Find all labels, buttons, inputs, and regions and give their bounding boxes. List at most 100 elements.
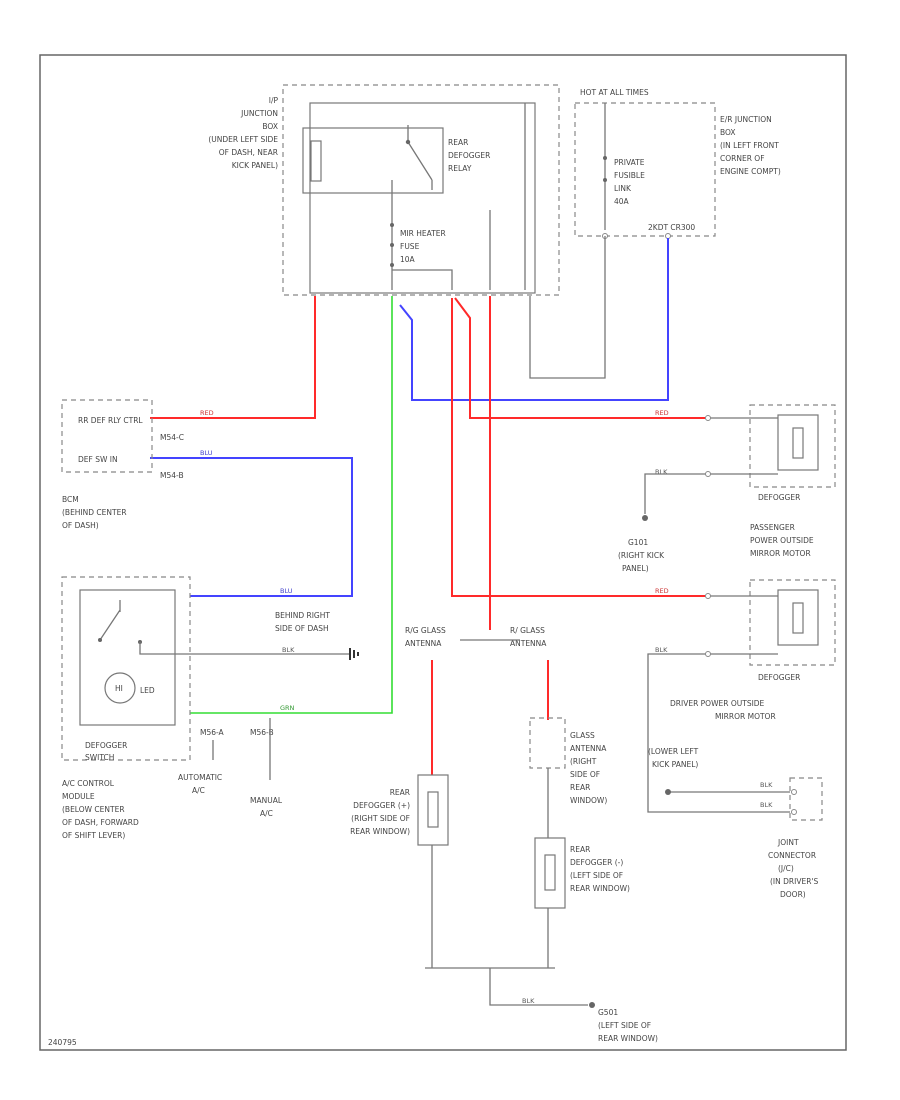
g101-ground-dot bbox=[642, 515, 648, 521]
er-junction-box-label-line: ENGINE COMPT) bbox=[720, 167, 781, 176]
bcm-pin-label: RR DEF RLY CTRL bbox=[78, 416, 143, 425]
wire-label-black: BLK bbox=[655, 646, 668, 654]
defogger-left-label: REAR WINDOW) bbox=[570, 884, 630, 893]
lower-left-kick-label: KICK PANEL) bbox=[652, 760, 698, 769]
defogger-left-label: DEFOGGER (-) bbox=[570, 858, 623, 867]
joint-connector-label: (IN DRIVER'S bbox=[770, 877, 818, 886]
er-junction-box-label-line: E/R JUNCTION bbox=[720, 115, 772, 124]
glass-antenna-label: SIDE OF bbox=[570, 770, 600, 779]
ac-module-label-line: A/C CONTROL bbox=[62, 779, 115, 788]
red-wire-passenger-mirror bbox=[454, 297, 705, 419]
ip-junction-box-label-line: KICK PANEL) bbox=[232, 161, 278, 170]
defogger-left-label: (LEFT SIDE OF bbox=[570, 871, 623, 880]
defogger-switch-label-line: DEFOGGER bbox=[85, 741, 127, 750]
wire-label-red: RED bbox=[655, 587, 669, 595]
ip-junction-box-label-line: BOX bbox=[262, 122, 278, 131]
wire-label-black: BLK bbox=[760, 801, 773, 809]
passenger-defogger-label: DEFOGGER bbox=[758, 493, 800, 502]
ground-behind-label: BEHIND RIGHT bbox=[275, 611, 330, 620]
er-junction-box-label-line: BOX bbox=[720, 128, 736, 137]
red-wire-bcm bbox=[150, 296, 316, 419]
ac-module-label-line: (BELOW CENTER bbox=[62, 805, 125, 814]
wire-label-black: BLK bbox=[760, 781, 773, 789]
g101-label: G101 bbox=[628, 538, 648, 547]
bcm: RR DEF RLY CTRL DEF SW IN M54-C M54-B BC… bbox=[61, 399, 184, 530]
automatic-ac-label: A/C bbox=[192, 786, 205, 795]
g101-label: PANEL) bbox=[622, 564, 649, 573]
ac-module-label-line: MODULE bbox=[62, 792, 95, 801]
green-wire bbox=[190, 296, 393, 714]
ac-module-label-line: OF DASH, FORWARD bbox=[62, 818, 139, 827]
glass-antenna-label: ANTENNA bbox=[570, 744, 607, 753]
fusible-link-label-line: LINK bbox=[614, 184, 632, 193]
fusible-link-label-line: PRIVATE bbox=[614, 158, 645, 167]
ground-behind-label: SIDE OF DASH bbox=[275, 624, 329, 633]
passenger-mirror-label: PASSENGER bbox=[750, 523, 795, 532]
defogger-right-label: (RIGHT SIDE OF bbox=[351, 814, 410, 823]
er-junction-box: HOT AT ALL TIMES E/R JUNCTION BOX (IN LE… bbox=[529, 88, 781, 379]
glass-antenna-label: REAR bbox=[570, 783, 590, 792]
right-antenna-label: R/ GLASS bbox=[510, 626, 545, 635]
diagram-frame bbox=[39, 54, 847, 1051]
ip-junction-box-label-line: OF DASH, NEAR bbox=[219, 148, 278, 157]
lower-left-kick-label: (LOWER LEFT bbox=[648, 747, 699, 756]
automatic-ac-label: AUTOMATIC bbox=[178, 773, 222, 782]
manual-ac-label: A/C bbox=[260, 809, 273, 818]
joint-connector-label: (J/C) bbox=[778, 864, 794, 873]
wire-label-black: BLK bbox=[655, 468, 668, 476]
er-junction-box-label-line: CORNER OF bbox=[720, 154, 765, 163]
red-wire-driver-mirror bbox=[451, 298, 705, 597]
wire-label-red: RED bbox=[655, 409, 669, 417]
glass-antenna-label: WINDOW) bbox=[570, 796, 607, 805]
driver-mirror-motor: DEFOGGER DRIVER POWER OUTSIDE MIRROR MOT… bbox=[670, 579, 836, 721]
blue-wire-switch bbox=[150, 457, 353, 597]
bcm-label-line: BCM bbox=[62, 495, 79, 504]
mir-heater-fuse-label-line: MIR HEATER bbox=[400, 229, 446, 238]
defogger-right-label: DEFOGGER (+) bbox=[353, 801, 410, 810]
bcm-pin-id: M54-B bbox=[160, 471, 184, 480]
passenger-mirror-label: POWER OUTSIDE bbox=[750, 536, 814, 545]
ac-pin-label: M56-A bbox=[200, 728, 225, 737]
wire-label-blue: BLU bbox=[280, 587, 293, 595]
joint-connector-label: JOINT bbox=[777, 838, 799, 847]
driver-defogger-label: DEFOGGER bbox=[758, 673, 800, 682]
joint-connector-box bbox=[789, 777, 823, 821]
ac-pin-label: M56-B bbox=[250, 728, 274, 737]
fusible-link-label-line: 40A bbox=[614, 197, 630, 206]
driver-mirror-label: MIRROR MOTOR bbox=[715, 712, 776, 721]
led-label: LED bbox=[140, 686, 155, 695]
rear-defogger-relay-label-line: REAR bbox=[448, 138, 468, 147]
joint-connector-label: CONNECTOR bbox=[768, 851, 816, 860]
glass-antenna-label: (RIGHT bbox=[570, 757, 597, 766]
hot-at-all-times-label: HOT AT ALL TIMES bbox=[580, 88, 649, 97]
manual-ac-label: MANUAL bbox=[250, 796, 283, 805]
right-antenna-label: ANTENNA bbox=[510, 639, 547, 648]
ip-junction-box: I/P JUNCTION BOX (UNDER LEFT SIDE OF DAS… bbox=[208, 84, 560, 296]
ground-rear-dot bbox=[589, 1002, 595, 1008]
relay-coil bbox=[310, 140, 322, 182]
defogger-right-label: REAR bbox=[390, 788, 410, 797]
wire-label-red: RED bbox=[200, 409, 214, 417]
bcm-label-line: OF DASH) bbox=[62, 521, 99, 530]
rear-defogger-plus bbox=[417, 774, 449, 846]
blue-wire-main bbox=[399, 238, 669, 401]
bcm-pin-label: DEF SW IN bbox=[78, 455, 118, 464]
glass-antenna-box bbox=[529, 717, 566, 769]
ground-rear-label: G501 bbox=[598, 1008, 618, 1017]
ground-rear-label: REAR WINDOW) bbox=[598, 1034, 658, 1043]
joint-connector-label: DOOR) bbox=[780, 890, 806, 899]
rear-defogger-relay-label-line: RELAY bbox=[448, 164, 472, 173]
glass-antenna-label: GLASS bbox=[570, 731, 595, 740]
defogger-switch-label-line: SWITCH bbox=[85, 753, 114, 762]
ip-junction-box-label-line: I/P bbox=[269, 96, 279, 105]
ip-junction-box-label-line: (UNDER LEFT SIDE bbox=[208, 135, 278, 144]
defogger-left-label: REAR bbox=[570, 845, 590, 854]
wire-label-black: BLK bbox=[282, 646, 295, 654]
fusible-link-label-line: FUSIBLE bbox=[614, 171, 645, 180]
ip-junction-box-label-line: JUNCTION bbox=[240, 109, 278, 118]
rear-defogger-minus bbox=[534, 837, 566, 909]
rear-defogger-relay-label-line: DEFOGGER bbox=[448, 151, 490, 160]
g101-label: (RIGHT KICK bbox=[618, 551, 665, 560]
wire-label-blue: BLU bbox=[200, 449, 213, 457]
